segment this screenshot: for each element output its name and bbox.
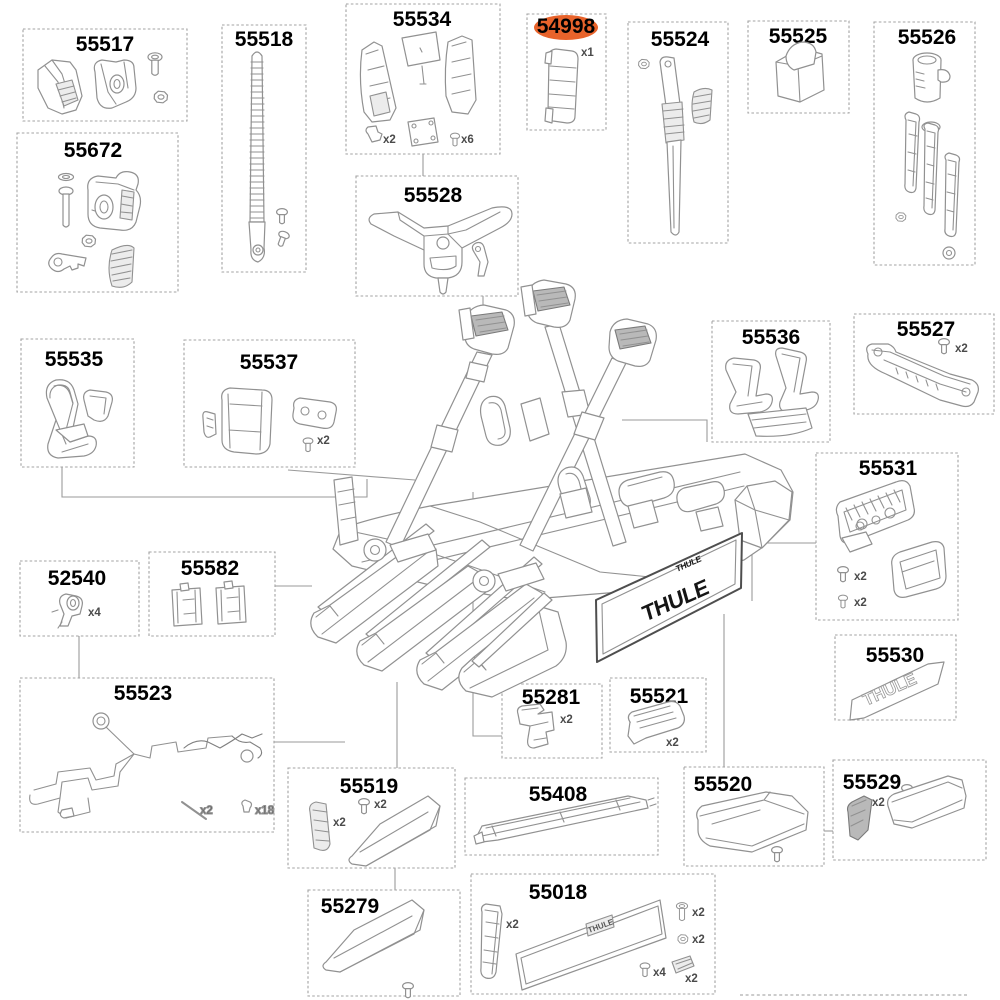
svg-text:x18: x18 (255, 805, 275, 817)
svg-text:x2: x2 (666, 737, 679, 749)
svg-text:55529: 55529 (843, 771, 901, 794)
svg-text:55517: 55517 (76, 33, 134, 56)
svg-text:55535: 55535 (45, 348, 104, 371)
svg-text:x2: x2 (333, 817, 346, 829)
svg-text:55527: 55527 (897, 318, 955, 341)
svg-text:55524: 55524 (651, 28, 710, 51)
svg-text:55528: 55528 (404, 184, 463, 207)
svg-text:55281: 55281 (522, 686, 581, 709)
svg-text:x2: x2 (374, 799, 387, 811)
svg-text:55534: 55534 (393, 8, 452, 31)
svg-text:55537: 55537 (240, 351, 298, 374)
svg-text:x1: x1 (581, 47, 594, 59)
svg-text:x2: x2 (872, 797, 885, 809)
svg-text:x4: x4 (88, 607, 101, 619)
svg-text:x6: x6 (461, 134, 474, 146)
svg-text:x2: x2 (506, 919, 519, 931)
svg-text:55523: 55523 (114, 682, 172, 705)
svg-text:55408: 55408 (529, 783, 588, 806)
svg-text:55672: 55672 (64, 139, 122, 162)
svg-text:x2: x2 (383, 134, 396, 146)
svg-text:x2: x2 (955, 343, 968, 355)
svg-text:55530: 55530 (866, 644, 924, 667)
svg-text:54998: 54998 (537, 15, 596, 38)
svg-text:x4: x4 (653, 967, 666, 979)
svg-text:55520: 55520 (694, 773, 752, 796)
svg-text:55518: 55518 (235, 28, 294, 51)
svg-text:55519: 55519 (340, 775, 398, 798)
svg-text:55018: 55018 (529, 881, 588, 904)
svg-text:52540: 52540 (48, 567, 106, 590)
svg-text:x2: x2 (854, 571, 867, 583)
svg-text:x2: x2 (317, 435, 330, 447)
svg-text:x2: x2 (560, 714, 573, 726)
svg-text:x2: x2 (692, 934, 705, 946)
svg-text:55531: 55531 (859, 457, 918, 480)
svg-text:x2: x2 (685, 973, 698, 985)
svg-text:55582: 55582 (181, 557, 239, 580)
svg-text:55279: 55279 (321, 895, 379, 918)
svg-text:55525: 55525 (769, 25, 828, 48)
svg-text:55536: 55536 (742, 326, 800, 349)
svg-text:x2: x2 (692, 907, 705, 919)
svg-text:x2: x2 (854, 597, 867, 609)
svg-text:55526: 55526 (898, 26, 956, 49)
svg-text:x2: x2 (200, 805, 213, 817)
